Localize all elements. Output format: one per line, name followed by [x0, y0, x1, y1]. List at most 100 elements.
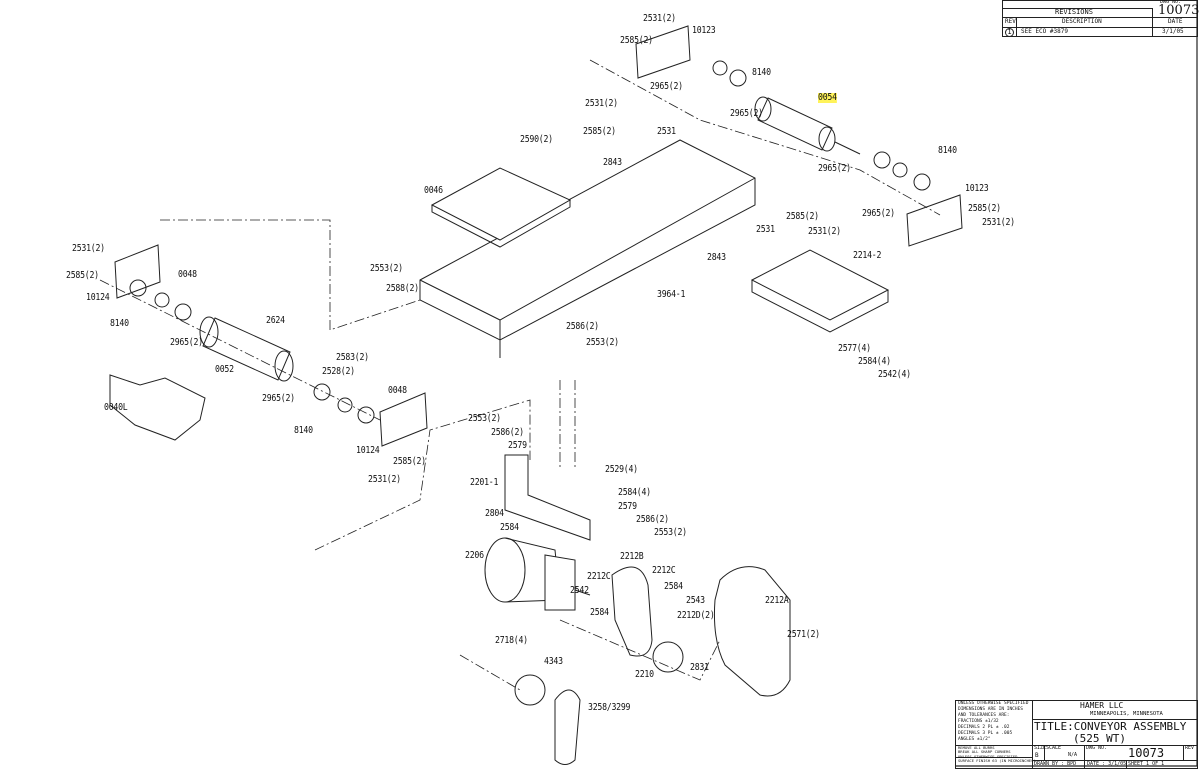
- divider: [1126, 760, 1127, 769]
- part-label: 2965(2): [262, 393, 295, 404]
- part-label: 2542(4): [878, 369, 911, 380]
- bearings-8140: [712, 60, 931, 191]
- part-label: 0052: [215, 364, 234, 375]
- revision-date: 3/1/05: [1162, 28, 1184, 35]
- roller-0054: [754, 96, 861, 155]
- drawing-date: DATE : 3/1/05: [1087, 761, 1127, 767]
- part-label: 2212D(2): [677, 610, 715, 621]
- part-label: 2531(2): [808, 226, 841, 237]
- part-label: 2201-1: [470, 477, 499, 488]
- part-label: 2553(2): [586, 337, 619, 348]
- part-label: 2965(2): [818, 163, 851, 174]
- part-label: 2531(2): [982, 217, 1015, 228]
- size-label: SIZE: [1034, 745, 1047, 751]
- note-line: REMOVE ALL BURRS: [958, 745, 995, 750]
- part-label: 3964-1: [657, 289, 686, 300]
- part-label: 8140: [752, 67, 771, 78]
- tolerance-notes: UNLESS OTHERWISE SPECIFIED DIMENSIONS AR…: [958, 701, 1028, 743]
- divider: [1044, 745, 1045, 760]
- revision-number: 1: [1005, 28, 1014, 37]
- part-label: 2529(4): [605, 464, 638, 475]
- description-header: DESCRIPTION: [1062, 18, 1102, 25]
- divider: [1183, 745, 1184, 760]
- part-label: 2212A: [765, 595, 789, 606]
- part-label: 2586(2): [636, 514, 669, 525]
- part-label: 2585(2): [968, 203, 1001, 214]
- part-label: 10124: [86, 292, 110, 303]
- part-label: 2584: [590, 607, 609, 618]
- part-label: 2212C: [587, 571, 611, 582]
- scale-label: SCALE: [1046, 745, 1062, 751]
- part-label: 10123: [965, 183, 989, 194]
- part-label: 2531(2): [72, 243, 105, 254]
- part-label: 2585(2): [66, 270, 99, 281]
- size-value: B: [1035, 752, 1039, 759]
- tolerance-line: UNLESS OTHERWISE SPECIFIED: [958, 701, 1029, 706]
- part-label: 2212B: [620, 551, 644, 562]
- revision-dwg-no: 10073: [1158, 3, 1200, 18]
- part-label: 2553(2): [370, 263, 403, 274]
- part-label: 2585(2): [620, 35, 653, 46]
- divider: [1016, 17, 1017, 37]
- divider: [1032, 719, 1198, 720]
- centre-lines: [99, 59, 941, 691]
- drawing-subtitle: (525 WT): [1073, 732, 1126, 745]
- part-label: 2542: [570, 585, 589, 596]
- divider: [1084, 745, 1085, 769]
- part-label: 2531(2): [368, 474, 401, 485]
- part-label: 2965(2): [862, 208, 895, 219]
- tolerance-line: AND TOLERANCES ARE:: [958, 713, 1010, 718]
- tolerance-line: DECIMALS 2 PL ± .02: [958, 725, 1010, 730]
- note-line: UNLESS OTHERWISE SPECIFIED: [958, 753, 1018, 759]
- divider: [1002, 27, 1198, 28]
- sheet-border: [955, 0, 1198, 767]
- motor-2206: [484, 537, 591, 611]
- part-label: 2553(2): [654, 527, 687, 538]
- part-label: 2579: [618, 501, 637, 512]
- cover-2212A: [713, 566, 791, 697]
- part-label: 2206: [465, 550, 484, 561]
- scale-value: N/A: [1068, 752, 1078, 758]
- plate-0046: [430, 167, 572, 248]
- company-name: HAMER LLC: [1080, 701, 1124, 710]
- part-label: 2585(2): [393, 456, 426, 467]
- part-label: 2843: [707, 252, 726, 263]
- part-label: 8140: [294, 425, 313, 436]
- part-label: 2718(4): [495, 635, 528, 646]
- part-label: 2586(2): [566, 321, 599, 332]
- part-label: 2585(2): [786, 211, 819, 222]
- part-label-highlighted: 0054: [818, 92, 837, 103]
- tolerance-line: ANGLES ±1/2°: [958, 737, 991, 742]
- part-label: 2212C: [652, 565, 676, 576]
- drawn-by: DRAWN BY : BPD: [1034, 761, 1077, 767]
- rev-label: REV: [1185, 745, 1195, 751]
- tolerance-line: FRACTIONS ±1/32: [958, 719, 999, 724]
- divider: [1002, 17, 1198, 18]
- part-label: 10123: [692, 25, 716, 36]
- guard-2212B: [611, 566, 653, 657]
- divider: [955, 757, 1032, 758]
- part-label: 2588(2): [386, 283, 419, 294]
- chain-3258: [554, 689, 581, 765]
- sprocket-4343: [514, 674, 546, 706]
- tolerance-line: DECIMALS 3 PL ± .005: [958, 731, 1013, 736]
- part-label: 2543: [686, 595, 705, 606]
- tolerance-line: DIMENSIONS ARE IN INCHES: [958, 707, 1024, 712]
- note-line: BREAK ALL SHARP CORNERS: [958, 749, 1011, 755]
- part-label: 2531(2): [643, 13, 676, 24]
- part-label: 2531: [756, 224, 775, 235]
- part-label: 2579: [508, 440, 527, 451]
- part-label: 2577(4): [838, 343, 871, 354]
- part-label: 2584: [664, 581, 683, 592]
- part-label: 2214-2: [853, 250, 882, 261]
- part-label: 2584(4): [858, 356, 891, 367]
- part-label: 8140: [110, 318, 129, 329]
- part-label: 2965(2): [170, 337, 203, 348]
- date-header: DATE: [1168, 18, 1183, 25]
- finish-notes: REMOVE ALL BURRS BREAK ALL SHARP CORNERS…: [958, 745, 1036, 763]
- part-label: 4343: [544, 656, 563, 667]
- revision-frame: [1002, 8, 1153, 37]
- end-plate-10124: [114, 244, 428, 447]
